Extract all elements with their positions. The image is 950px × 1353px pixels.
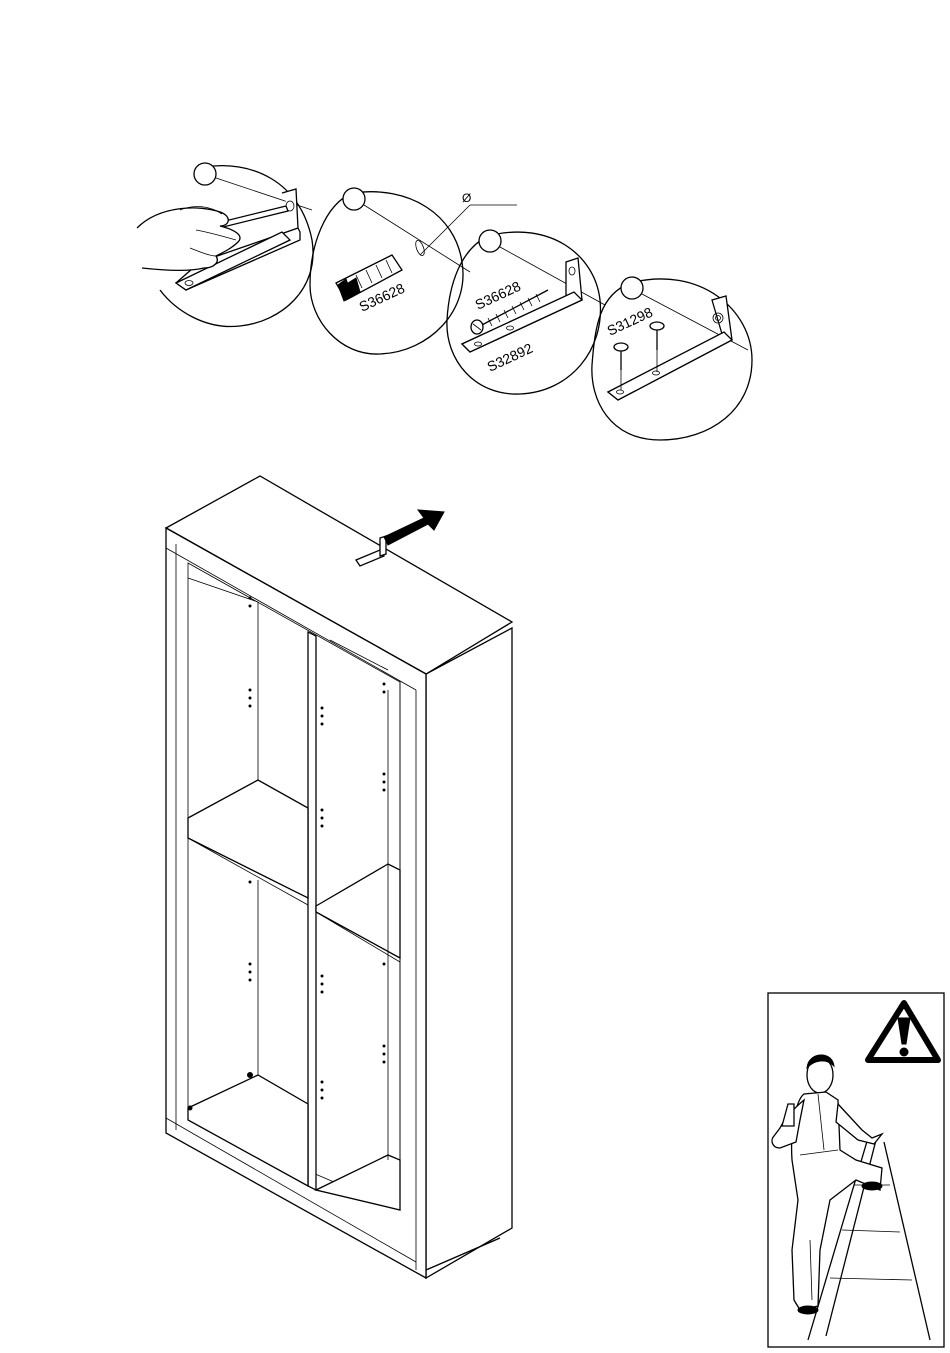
detail-step-1 (137, 163, 313, 327)
push-arrow-icon (384, 510, 444, 545)
detail-step-3: S36628 S32892 (447, 230, 605, 394)
detail-step-2: Ø S36628 (310, 188, 517, 354)
step-3-bracket-code: S32892 (485, 340, 536, 375)
pencil-mark-icon (137, 189, 300, 290)
detail-step-4: S31298 (592, 277, 752, 440)
step-3-marker (479, 230, 501, 252)
screw-pair-icon (608, 296, 732, 400)
step-2-marker (343, 188, 365, 210)
diameter-symbol: Ø (462, 191, 471, 205)
step-4-marker (621, 277, 643, 299)
step-4-part-code: S31298 (605, 304, 656, 339)
bookcase-icon (166, 476, 512, 1278)
warning-triangle-icon (868, 1003, 938, 1060)
worker-on-ladder-icon (772, 1055, 930, 1340)
step-1-marker (194, 163, 216, 185)
warning-panel (768, 993, 944, 1347)
